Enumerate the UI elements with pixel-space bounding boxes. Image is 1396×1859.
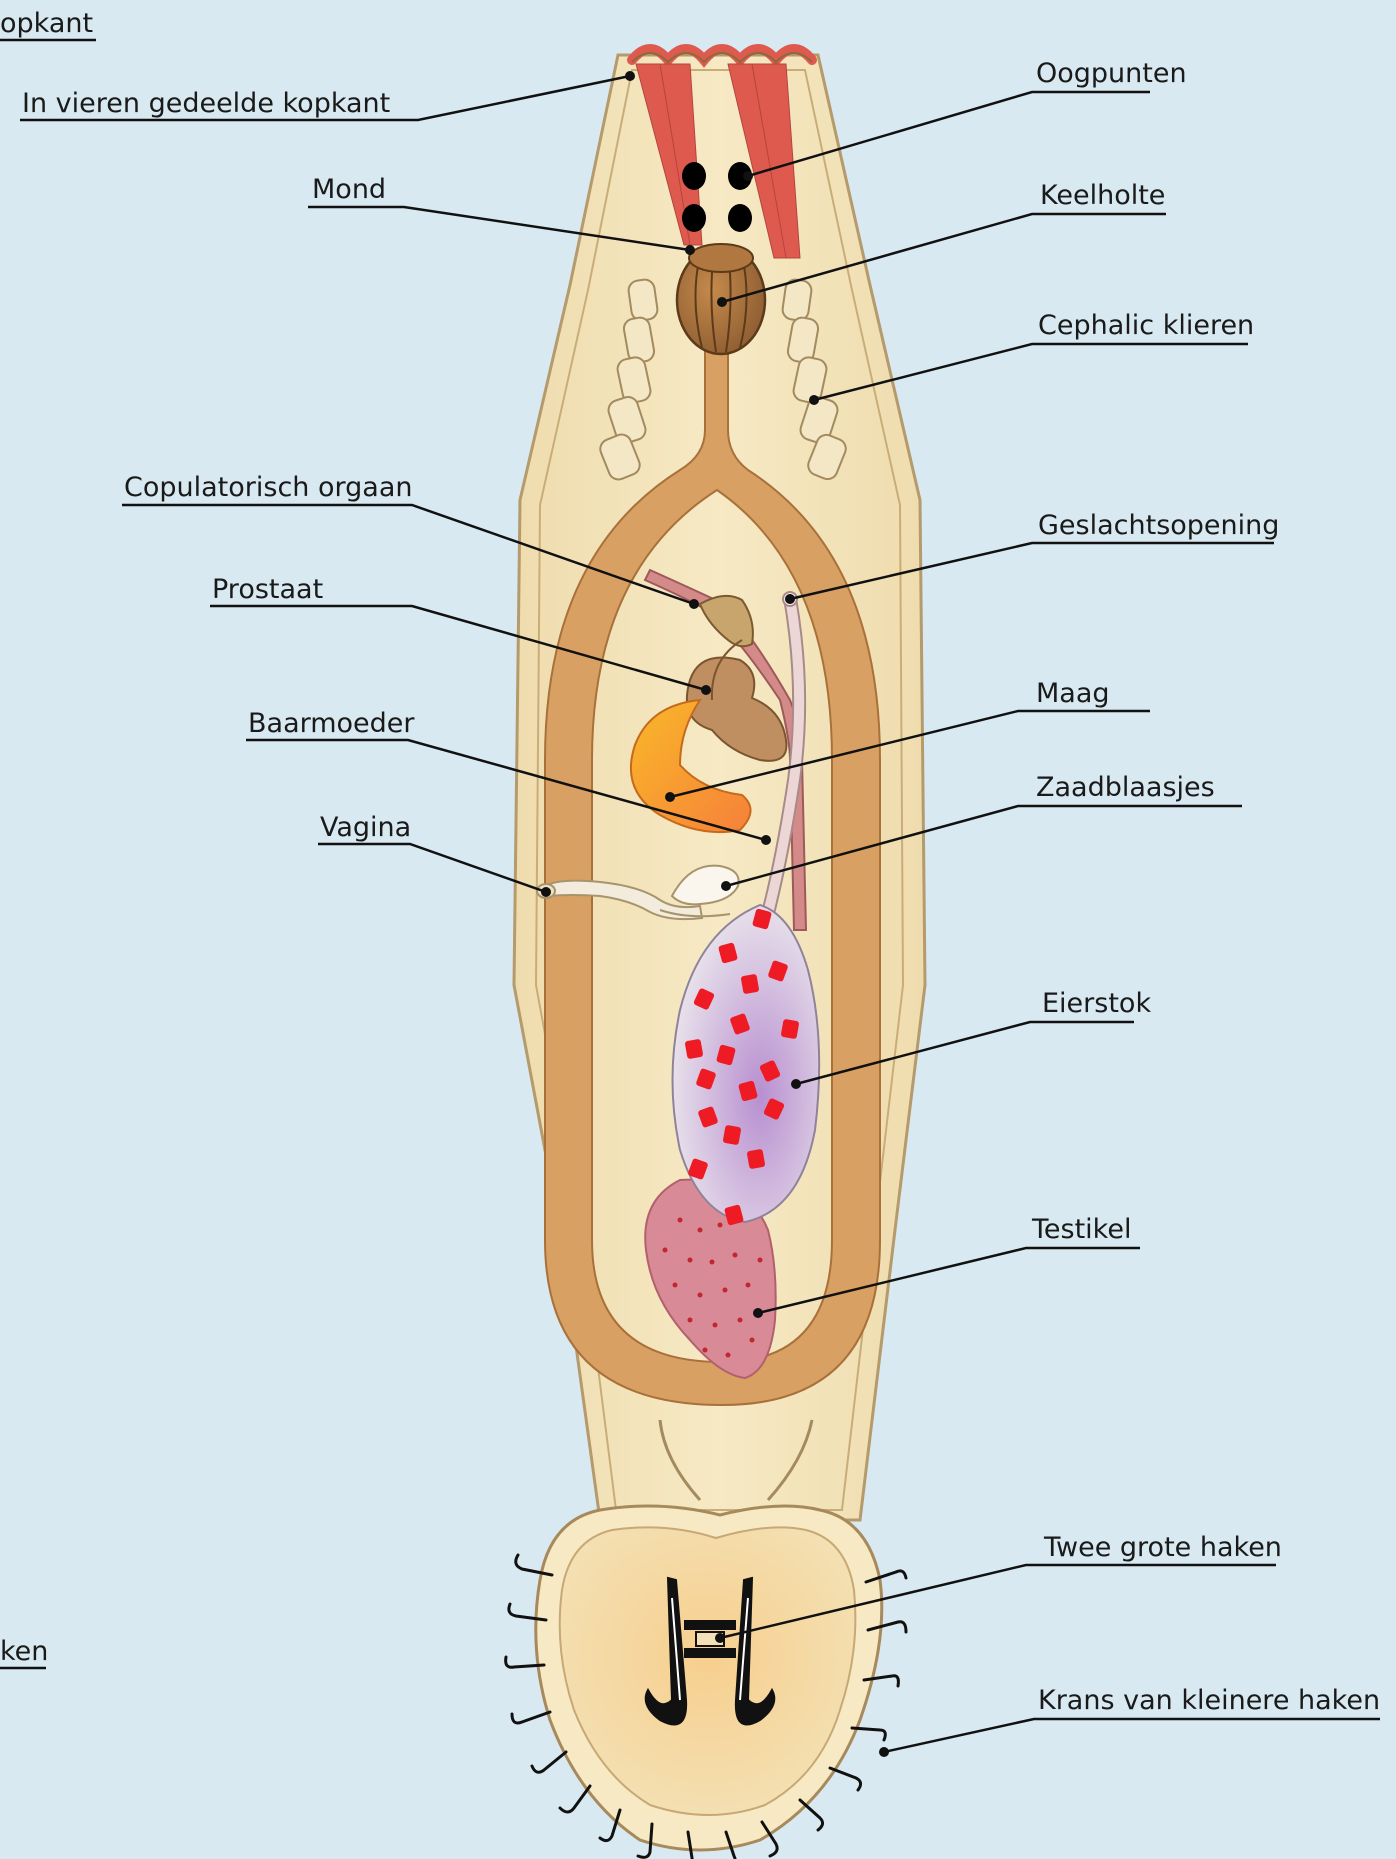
label-quartered-head: In vieren gedeelde kopkant [22,88,390,119]
label-uterus: Baarmoeder [248,708,415,739]
label-opkant: opkant [0,8,93,39]
label-genital-opening: Geslachtsopening [1038,510,1279,541]
labels-left: opkant In vieren gedeelde kopkant Mond C… [0,8,415,1667]
label-ring-small-hooks: Krans van kleinere haken [1038,1685,1380,1716]
label-clipped-haken: ken [0,1636,48,1667]
label-two-large-hooks: Twee grote haken [1043,1532,1282,1563]
label-testis: Testikel [1031,1214,1131,1245]
label-ovary: Eierstok [1042,988,1151,1019]
label-prostate: Prostaat [212,574,323,605]
label-copulatory-organ: Copulatorisch orgaan [124,472,412,503]
label-pharynx: Keelholte [1040,180,1165,211]
labels-right: Oogpunten Keelholte Cephalic klieren Ges… [1031,58,1380,1716]
label-stomach: Maag [1036,678,1110,709]
label-vagina: Vagina [320,812,411,843]
label-seminal-vesicles: Zaadblaasjes [1036,772,1215,803]
label-eyespots: Oogpunten [1036,58,1187,89]
label-mouth: Mond [312,174,386,205]
label-cephalic-glands: Cephalic klieren [1038,310,1254,341]
